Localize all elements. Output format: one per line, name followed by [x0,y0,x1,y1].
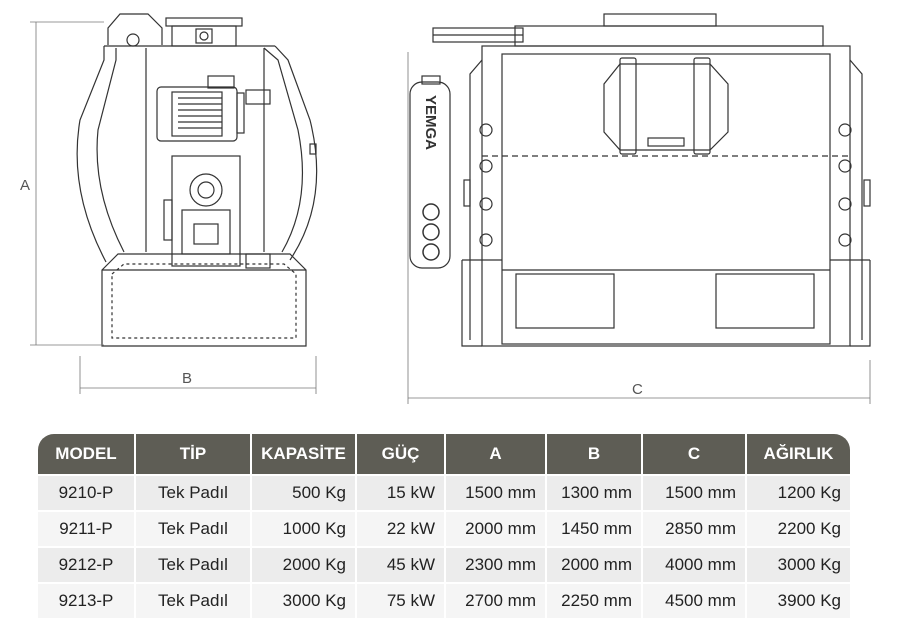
cell-model: 9210-P [38,474,136,510]
cell-capacity: 3000 Kg [252,582,357,618]
cell-capacity: 1000 Kg [252,510,357,546]
cell-type: Tek Padıl [136,582,252,618]
cell-b: 2000 mm [547,546,643,582]
header-power: GÜÇ [357,434,446,474]
cell-power: 45 kW [357,546,446,582]
cell-weight: 1200 Kg [747,474,850,510]
header-type: TİP [136,434,252,474]
cell-c: 1500 mm [643,474,747,510]
header-c: C [643,434,747,474]
dimension-b-label: B [182,370,192,387]
cell-weight: 3000 Kg [747,546,850,582]
cell-capacity: 500 Kg [252,474,357,510]
cell-b: 1450 mm [547,510,643,546]
table-row: 9210-P Tek Padıl 500 Kg 15 kW 1500 mm 13… [38,474,850,510]
cell-model: 9212-P [38,546,136,582]
cell-a: 2000 mm [446,510,547,546]
dimension-a-label: A [20,177,30,194]
cell-a: 2700 mm [446,582,547,618]
cell-capacity: 2000 Kg [252,546,357,582]
cell-type: Tek Padıl [136,546,252,582]
cell-a: 2300 mm [446,546,547,582]
table-row: 9213-P Tek Padıl 3000 Kg 75 kW 2700 mm 2… [38,582,850,618]
cell-a: 1500 mm [446,474,547,510]
cell-b: 1300 mm [547,474,643,510]
cabinet-logo: YEMGA [422,95,440,261]
side-view [76,13,318,347]
cell-power: 75 kW [357,582,446,618]
cell-c: 4500 mm [643,582,747,618]
logo-text: YEMGA [422,95,439,150]
front-view [409,13,871,347]
cell-c: 4000 mm [643,546,747,582]
table-header-row: MODEL TİP KAPASİTE GÜÇ A B C AĞIRLIK [38,434,850,474]
header-weight: AĞIRLIK [747,434,850,474]
table-row: 9212-P Tek Padıl 2000 Kg 45 kW 2300 mm 2… [38,546,850,582]
cell-c: 2850 mm [643,510,747,546]
cell-power: 22 kW [357,510,446,546]
cell-model: 9213-P [38,582,136,618]
spec-table: MODEL TİP KAPASİTE GÜÇ A B C AĞIRLIK 921… [38,434,850,618]
technical-drawing: YEMGA A B C [20,13,871,404]
header-b: B [547,434,643,474]
table-row: 9211-P Tek Padıl 1000 Kg 22 kW 2000 mm 1… [38,510,850,546]
cell-power: 15 kW [357,474,446,510]
cell-model: 9211-P [38,510,136,546]
header-capacity: KAPASİTE [252,434,357,474]
header-a: A [446,434,547,474]
cell-type: Tek Padıl [136,474,252,510]
cell-weight: 2200 Kg [747,510,850,546]
dimension-c-label: C [632,381,643,398]
cell-b: 2250 mm [547,582,643,618]
cell-type: Tek Padıl [136,510,252,546]
header-model: MODEL [38,434,136,474]
cell-weight: 3900 Kg [747,582,850,618]
